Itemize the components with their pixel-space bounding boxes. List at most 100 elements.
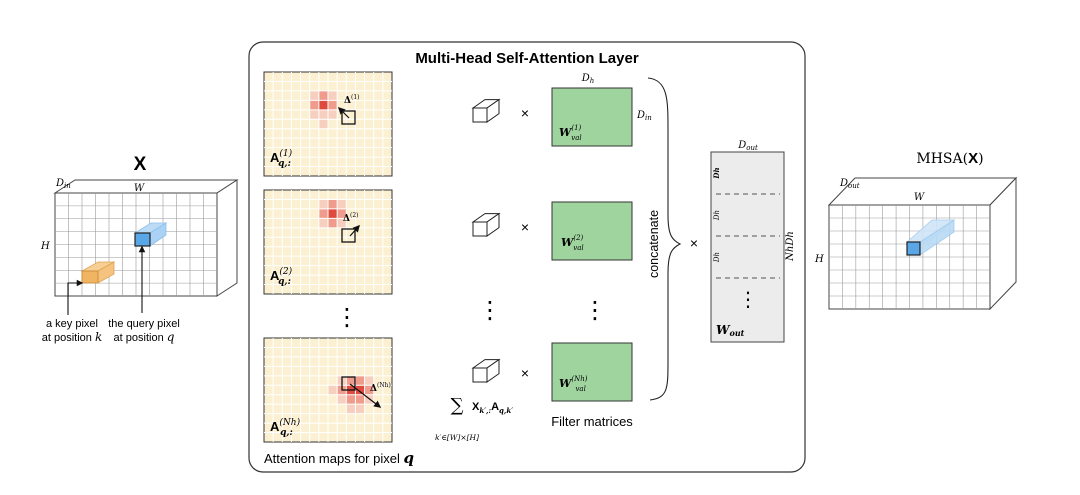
attention-cell	[318, 218, 328, 228]
attention-map-head2	[263, 189, 393, 295]
attention-map-headN	[263, 337, 393, 443]
query-pixel	[133, 222, 168, 247]
attention-cell	[318, 199, 328, 209]
attn-label-head1: A(1)q,:	[270, 148, 293, 169]
attn-label-headN: A(Nh)q,:	[270, 417, 301, 438]
attention-cell	[364, 385, 374, 395]
attention-cell	[318, 109, 328, 120]
delta-label-head2: Δ(2)	[343, 212, 358, 224]
attn-label-head2: A(2)q,:	[270, 266, 293, 287]
wout-label: Wout	[716, 323, 745, 338]
input-height-label: H	[40, 241, 50, 252]
attention-cell	[309, 109, 319, 120]
input-tensor: X Din W H a key pixel at position	[40, 154, 239, 344]
concat-label: concatenate	[647, 210, 661, 278]
key-pointer-arrow	[67, 279, 84, 315]
attention-cell	[328, 100, 338, 110]
sum-sigma: ∑	[451, 395, 464, 416]
value-box-front	[472, 107, 488, 123]
value-box-front	[472, 221, 488, 237]
times-headN: ×	[521, 365, 529, 381]
filter-label-headN: W(Nh)val	[559, 375, 588, 393]
attention-cell	[337, 199, 347, 209]
sum-index: k′∈[W]×[H]	[435, 433, 479, 442]
wout-row-label: Dh	[713, 252, 721, 263]
mhsa-panel: Multi-Head Self-Attention Layer A(1)q,: …	[248, 41, 806, 473]
input-grid	[55, 193, 217, 296]
wout-row-label: Dh	[712, 167, 721, 179]
panel-title: Multi-Head Self-Attention Layer	[415, 50, 639, 67]
value-boxes	[471, 98, 501, 383]
filter-matrix-headN	[551, 342, 633, 402]
query-position-box	[341, 228, 356, 243]
filter-dim-right: Din	[636, 110, 652, 122]
output-title: MHSA(X)	[916, 150, 983, 167]
filter-caption: Filter matrices	[551, 414, 633, 429]
attention-map-head1	[263, 71, 393, 177]
attention-cell	[337, 208, 347, 219]
output-tensor: MHSA(X) Dout W H	[814, 150, 1018, 311]
attention-cell	[364, 394, 374, 405]
filter-label-head1: W(1)val	[559, 124, 582, 142]
attention-cell	[318, 90, 328, 101]
attention-cell	[328, 208, 338, 219]
attention-cell	[318, 208, 328, 219]
output-dout-label: Dout	[839, 178, 860, 190]
attention-cell	[355, 385, 365, 395]
key-label-line2: at position k	[42, 330, 103, 344]
output-height-label: H	[814, 254, 824, 265]
query-label-line2: at position q	[114, 330, 175, 344]
wout-side-label: NhDh	[785, 231, 796, 262]
delta-arrow-head2	[349, 224, 360, 237]
sum-term: Xk′,:Aq,k′	[472, 401, 513, 415]
delta-label-headN: Δ(Nh)	[370, 382, 391, 394]
query-label-line1: the query pixel	[108, 318, 180, 330]
query-position-box	[341, 376, 356, 391]
attention-cell	[337, 218, 347, 228]
attention-cell	[346, 404, 356, 414]
attention-cell	[328, 218, 338, 228]
delta-arrow-head1	[337, 106, 350, 119]
attention-cell	[346, 375, 356, 386]
filter-matrix-head1	[551, 87, 633, 147]
value-box-front	[472, 367, 488, 383]
delta-arrow-headN	[349, 383, 382, 408]
value-box-2	[471, 212, 501, 237]
attention-cell	[309, 90, 319, 101]
attention-cell	[318, 119, 328, 129]
attention-cell	[355, 375, 365, 386]
wout-matrix	[710, 151, 785, 343]
delta-label-head1: Δ(1)	[344, 94, 359, 106]
attention-cell	[328, 199, 338, 209]
filter-matrix-head2	[551, 201, 633, 261]
attention-cell	[328, 385, 338, 395]
value-box-3	[471, 358, 501, 383]
input-top-face	[53, 179, 239, 194]
output-width-label: W	[914, 192, 925, 203]
wout-ellipsis: ⋮	[738, 289, 758, 311]
times-head1: ×	[521, 105, 529, 121]
input-side-face	[216, 179, 238, 297]
key-label-line1: a key pixel	[46, 318, 98, 330]
attention-cell	[328, 109, 338, 120]
times-head2: ×	[521, 219, 529, 235]
attention-cell	[309, 100, 319, 110]
sum-formula: ∑ k′∈[W]×[H] Xk′,:Aq,k′	[435, 395, 513, 442]
output-pixel	[905, 219, 956, 256]
maps-ellipsis: ⋮	[335, 304, 359, 331]
wout-row-label: Dh	[713, 210, 721, 221]
attention-caption: Attention maps for pixel q	[264, 449, 414, 467]
attention-cell	[346, 394, 356, 405]
attention-maps	[263, 71, 393, 443]
attention-cell	[355, 394, 365, 405]
attention-cell	[318, 100, 328, 110]
attention-cell	[328, 90, 338, 101]
wout-dim-top: Dout	[737, 140, 758, 152]
query-position-box	[341, 110, 356, 125]
times-concat: ×	[690, 235, 698, 251]
input-title: X	[134, 154, 147, 175]
key-pixel	[80, 261, 116, 284]
filter-ellipsis: ⋮	[583, 297, 607, 324]
value-box-1	[471, 98, 501, 123]
